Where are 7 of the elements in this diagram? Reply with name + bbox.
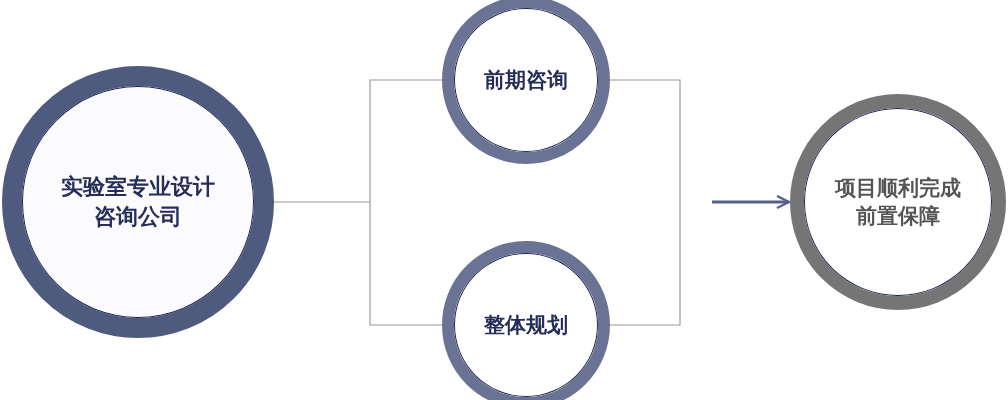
connector-line <box>609 79 681 326</box>
connector-line <box>273 79 443 326</box>
arrow <box>712 194 791 210</box>
circle-label: 项目顺利完成前置保障 <box>833 174 962 230</box>
circle-label: 实验室专业设计咨询公司 <box>60 173 216 231</box>
circle-label: 前期咨询 <box>484 66 568 94</box>
circle-label: 整体规划 <box>484 311 568 339</box>
